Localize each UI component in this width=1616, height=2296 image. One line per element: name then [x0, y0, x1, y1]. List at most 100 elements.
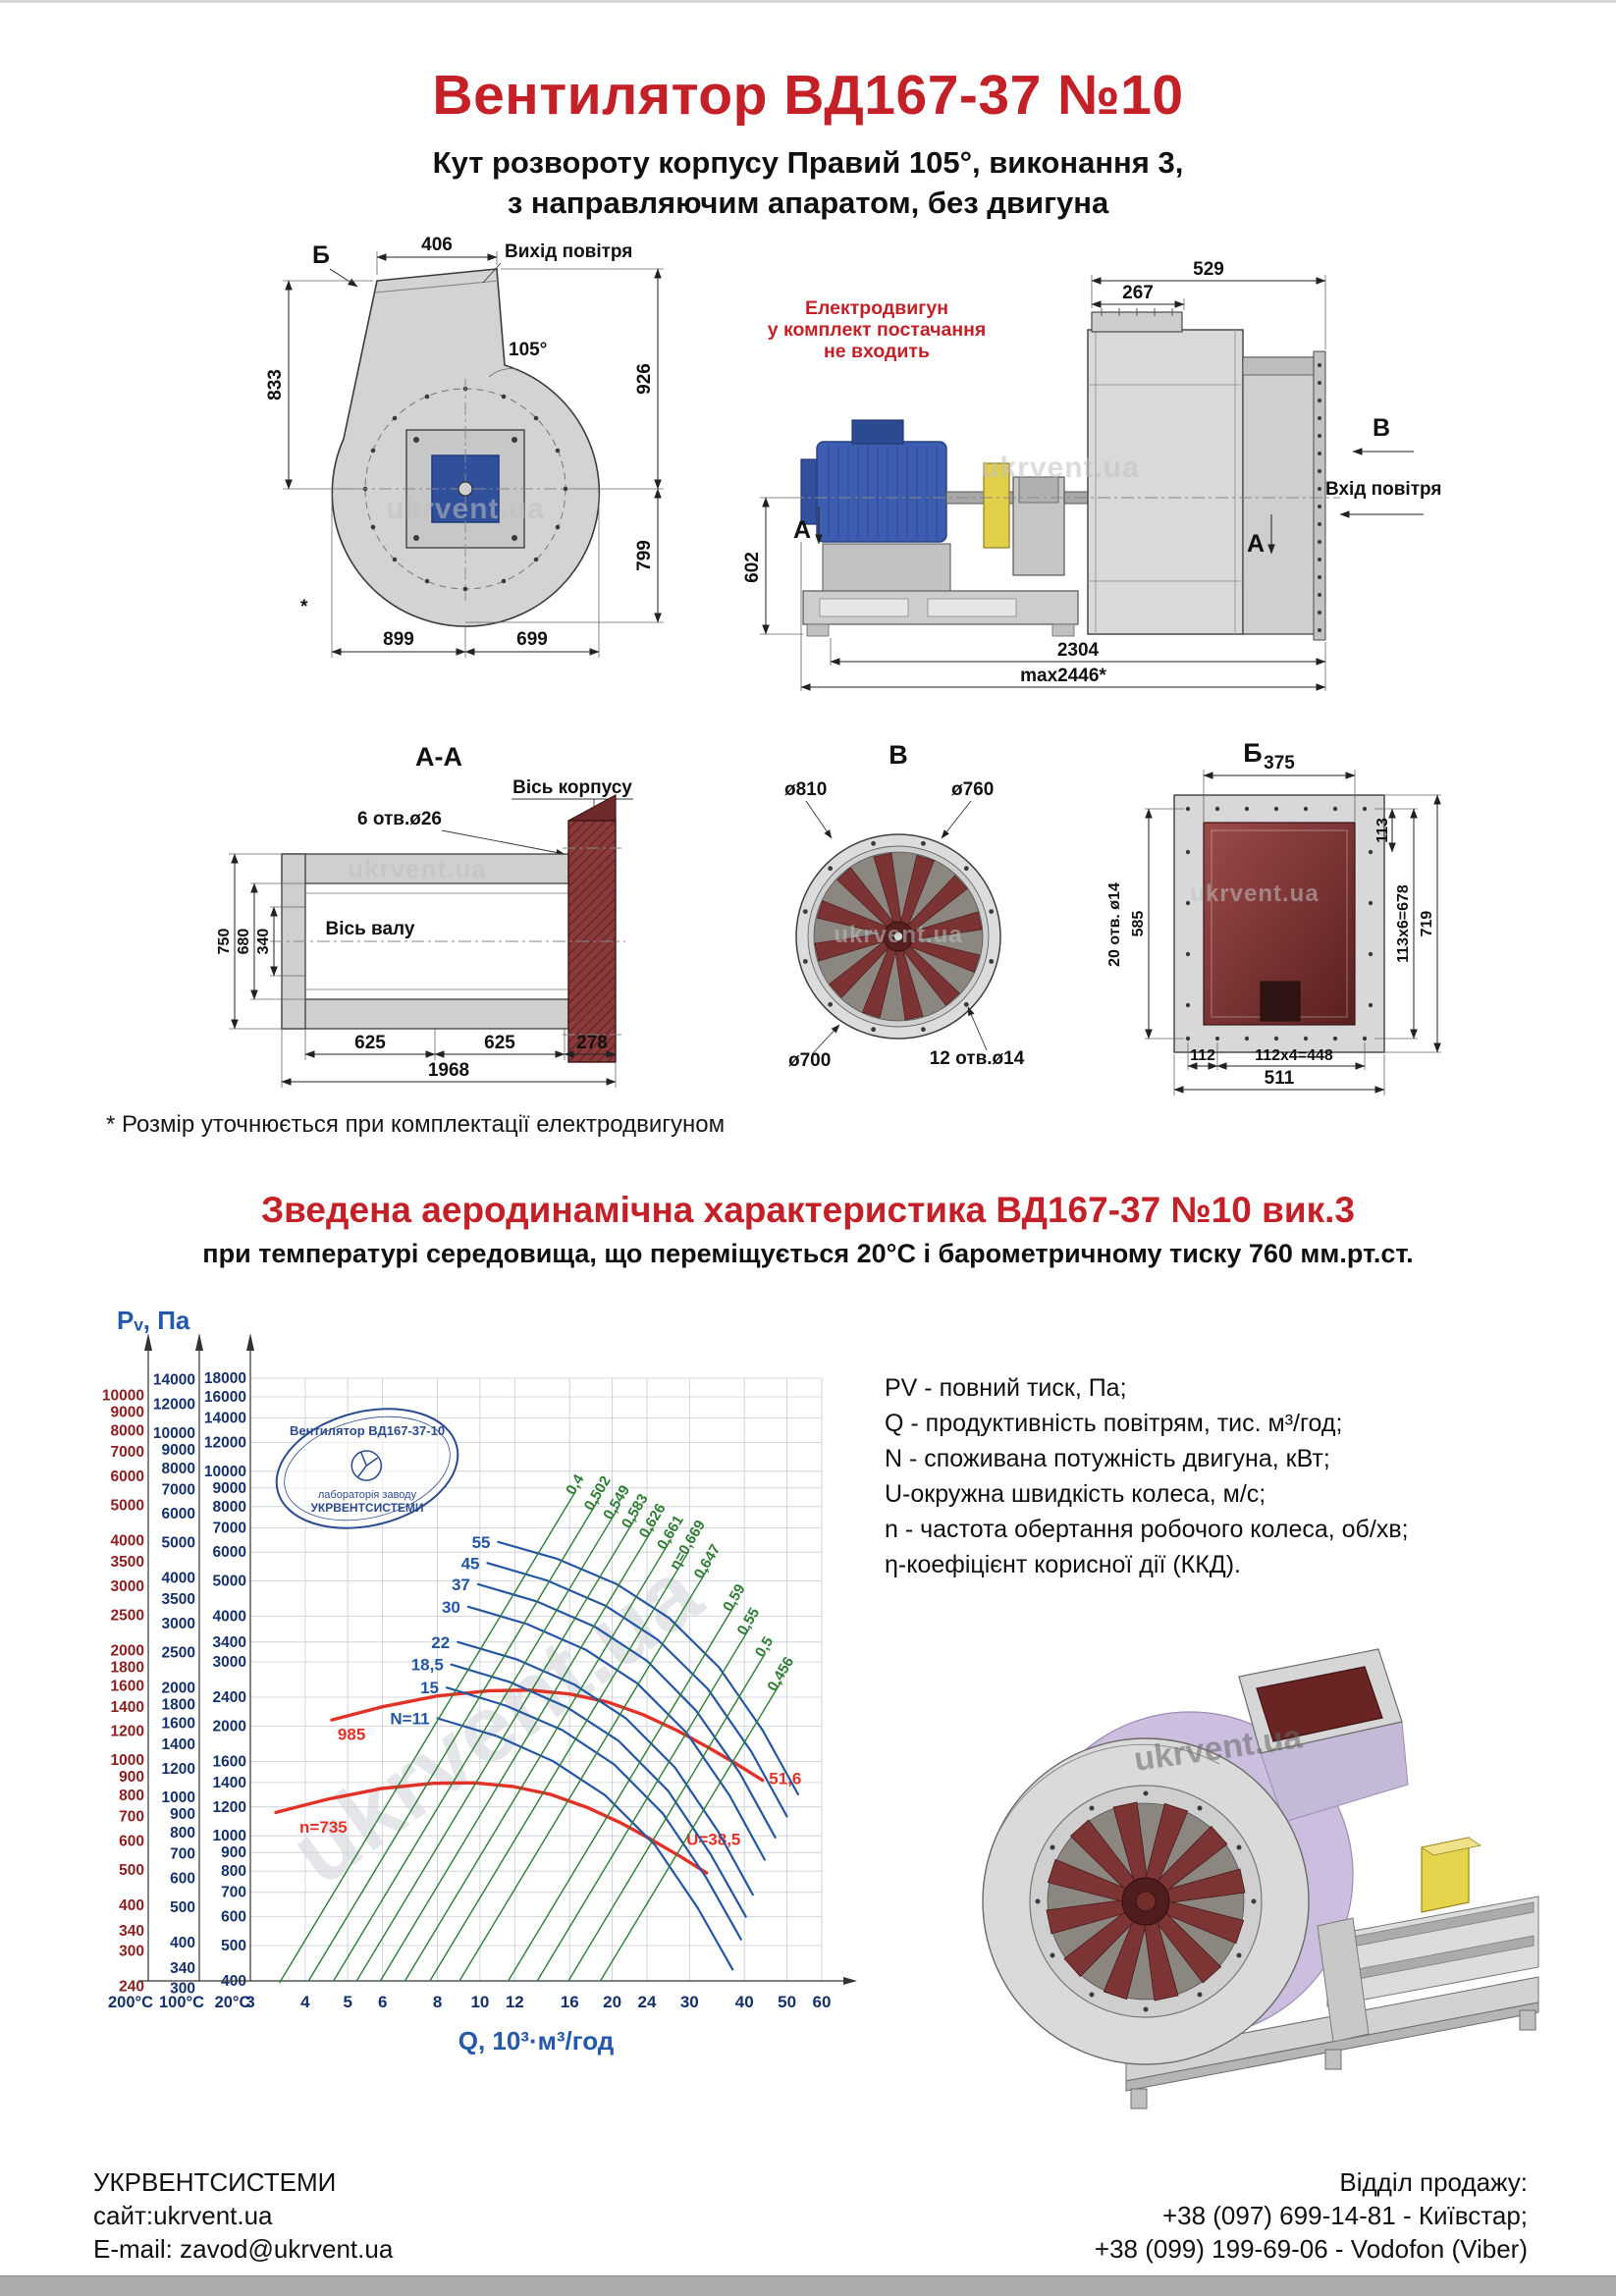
- y-tick-label: 1200: [213, 1799, 246, 1816]
- series-eta-0.661: [404, 1538, 672, 1982]
- shaft-center: [458, 481, 473, 497]
- y-tick-label: 2000: [213, 1718, 246, 1735]
- series-power-45: [486, 1562, 788, 1818]
- stamp-fan-icon: [350, 1450, 383, 1481]
- yellow-box-top: [1420, 1837, 1482, 1856]
- x-axis-title: Q, 10³·м³/год: [458, 2026, 615, 2056]
- page-bottom-bar: [0, 2275, 1616, 2296]
- y-axis-title: Pᵥ, Па: [117, 1306, 190, 1335]
- series-eta-0.59: [508, 1604, 735, 1982]
- y-tick-label: 7000: [111, 1444, 144, 1461]
- series-label: 55: [472, 1533, 491, 1552]
- inlet-flange: [1313, 350, 1326, 641]
- opening-inner-box: [1260, 981, 1301, 1022]
- dim-113x6: 113x6=678: [1395, 884, 1412, 963]
- y-axis-arrow: [195, 1333, 203, 1351]
- flange-bolt-holes: [802, 840, 995, 1033]
- y-tick-label: 1200: [162, 1761, 195, 1778]
- x-tick-label: 6: [378, 1993, 387, 2011]
- y-tick-label: 3000: [213, 1654, 246, 1671]
- y-tick-label: 3000: [111, 1578, 144, 1595]
- series-eta-0.669: [429, 1551, 689, 1982]
- view-v-marker: В: [1373, 414, 1390, 442]
- y-tick-label: 6000: [213, 1544, 246, 1561]
- outlet-bolts: [1101, 308, 1173, 316]
- series-label: 45: [461, 1554, 480, 1573]
- dim-267: 267: [1122, 283, 1154, 303]
- series-label: 22: [431, 1633, 450, 1652]
- y-tick-label: 1200: [111, 1724, 144, 1740]
- y-tick-label: 6000: [162, 1506, 195, 1522]
- x-tick-label: 16: [561, 1993, 579, 2011]
- series-label: 51,6: [769, 1769, 801, 1788]
- dim-d760: ø760: [951, 779, 994, 800]
- x-axis-arrow: [843, 1977, 857, 1985]
- y-tick-label: 600: [119, 1834, 144, 1850]
- series-label: 0,4: [563, 1471, 588, 1498]
- y-tick-label: 1800: [162, 1696, 195, 1713]
- motor-terminal-box: [851, 419, 904, 445]
- stamp-line-2: лабораторія заводу: [318, 1489, 417, 1501]
- temperature-header: 200°C: [108, 1994, 153, 2011]
- inlet-flange-bolts: [1318, 363, 1321, 632]
- y-tick-label: 2000: [162, 1680, 195, 1696]
- chart-heading: Зведена аеродинамічна характеристика ВД1…: [261, 1190, 1355, 1230]
- motor-note-line1: Електродвигун: [805, 297, 948, 319]
- series-label: 0,5: [752, 1634, 777, 1661]
- footer-sales-title: Відділ продажу:: [1339, 2167, 1528, 2197]
- housing-support: [1317, 1917, 1370, 2043]
- series-power-11: [436, 1717, 734, 1971]
- y-tick-label: 18000: [204, 1370, 246, 1387]
- air-out-leader: [482, 262, 502, 284]
- d760-leader: [941, 800, 972, 839]
- dim-1968: 1968: [428, 1060, 469, 1081]
- y-tick-label: 900: [119, 1769, 144, 1786]
- y-tick-label: 3000: [162, 1616, 195, 1632]
- y-tick-label: 1400: [162, 1736, 195, 1753]
- x-tick-label: 40: [735, 1993, 754, 2011]
- y-tick-label: 4000: [162, 1571, 195, 1587]
- y-tick-label: 900: [221, 1844, 246, 1861]
- bearing-cap: [1018, 476, 1059, 504]
- y-tick-label: 900: [170, 1806, 195, 1823]
- y-tick-label: 1800: [111, 1659, 144, 1676]
- dim-625b: 625: [484, 1033, 515, 1053]
- y-tick-label: 240: [119, 1978, 144, 1995]
- fan-housing: [1087, 329, 1244, 635]
- frame-foot: [806, 623, 830, 637]
- view-b-arrow: [329, 268, 358, 288]
- y-tick-label: 2000: [111, 1642, 144, 1659]
- legend-line-u: U-окружна швидкість колеса, м/с;: [885, 1480, 1266, 1508]
- series-label: 985: [338, 1726, 365, 1744]
- page-subtitle-2: з направляючим апаратом, без двигуна: [507, 186, 1109, 220]
- x-tick-label: 30: [680, 1993, 699, 2011]
- x-tick-label: 3: [245, 1993, 254, 2011]
- series-label: 18,5: [411, 1656, 444, 1675]
- footer-email: E-mail: zavod@ukrvent.ua: [93, 2234, 394, 2264]
- outlet-opening-3d: [1256, 1666, 1383, 1742]
- motor-note-line3: не входить: [824, 341, 930, 362]
- drawing-view-b: Б 375 20 отв. ø14 585: [1106, 738, 1441, 1095]
- y-tick-label: 4000: [213, 1609, 246, 1626]
- dim-278: 278: [576, 1033, 608, 1053]
- dim-2304: 2304: [1057, 640, 1100, 661]
- series-eta-0.4: [279, 1490, 576, 1984]
- series-eta-0.549: [332, 1508, 619, 1982]
- footer-company: УКРВЕНТСИСТЕМИ: [93, 2167, 337, 2197]
- chart-legend: PV - повний тиск, Па; Q - продуктивність…: [885, 1370, 1586, 1582]
- x-tick-label: 50: [778, 1993, 796, 2011]
- x-tick-label: 10: [470, 1993, 489, 2011]
- series-eta-0.647: [458, 1568, 709, 1982]
- y-tick-label: 400: [119, 1897, 144, 1914]
- d810-leader: [805, 800, 833, 839]
- series-eta-0.55: [536, 1628, 750, 1982]
- footnote: * Розмір уточнюється при комплектації ел…: [106, 1111, 726, 1138]
- y-tick-label: 800: [119, 1788, 144, 1804]
- y-tick-label: 1400: [213, 1775, 246, 1791]
- series-label: 0,456: [764, 1654, 797, 1694]
- air-out-label: Вихід повітря: [505, 241, 632, 262]
- dim-406: 406: [421, 235, 453, 255]
- holes-label: 12 отв.ø14: [930, 1048, 1025, 1069]
- stamp-line-1: Вентилятор ВД167-37-10: [290, 1423, 445, 1438]
- y-tick-label: 700: [170, 1846, 195, 1863]
